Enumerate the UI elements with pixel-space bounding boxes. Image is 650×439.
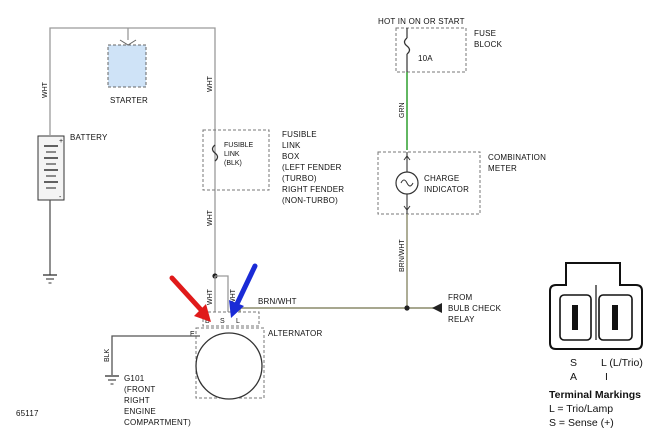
splice-dot-l <box>404 305 410 311</box>
charge-indicator-label-1: CHARGE <box>424 174 459 183</box>
connector-drawing <box>549 262 643 350</box>
fusible-box-line-2: LINK <box>282 141 301 150</box>
fusible-link-label-1: FUSIBLE <box>224 142 254 149</box>
g101-line-1: G101 <box>124 374 145 383</box>
fuse-block-label-1: FUSE <box>474 29 496 38</box>
terminal-e-label: E <box>190 331 195 338</box>
connector-i-label: I <box>605 371 608 383</box>
terminal-b-label: B <box>205 318 210 325</box>
fusible-box-line-4: (LEFT FENDER <box>282 163 342 172</box>
bulb-check-label-1: FROM <box>448 293 472 302</box>
fusible-box-line-1: FUSIBLE <box>282 130 317 139</box>
terminal-s-label: S <box>220 318 225 325</box>
arrow-from-bulb-check-icon <box>432 303 442 313</box>
fuse-block: HOT IN ON OR START 10A FUSE BLOCK <box>378 17 503 73</box>
blue-arrow-icon <box>229 263 258 318</box>
battery-plus: + <box>59 138 63 145</box>
alternator-ground-icon <box>105 375 119 385</box>
bulb-check-label-2: BULB CHECK <box>448 304 502 313</box>
combination-meter: CHARGE INDICATOR COMBINATION METER <box>377 151 546 215</box>
battery-ground-icon <box>43 274 57 284</box>
fusible-box-line-5: (TURBO) <box>282 174 317 183</box>
brn-wht-vertical-label: BRN/WHT <box>399 239 406 272</box>
fuse-icon <box>403 37 411 55</box>
fuse-block-label-2: BLOCK <box>474 40 503 49</box>
fusible-link-label-2: LINK <box>224 151 240 158</box>
alternator: B S L E ALTERNATOR <box>190 311 322 400</box>
fusible-box-line-6: RIGHT FENDER <box>282 185 344 194</box>
alternator-label: ALTERNATOR <box>268 329 322 338</box>
battery-minus: - <box>59 194 62 201</box>
blk-label: BLK <box>104 348 111 362</box>
combination-meter-label-2: METER <box>488 164 517 173</box>
hot-label: HOT IN ON OR START <box>378 17 465 26</box>
starter: STARTER <box>107 39 148 105</box>
combination-meter-label-1: COMBINATION <box>488 153 546 162</box>
g101-line-5: COMPARTMENT) <box>124 418 191 427</box>
connector-a-label: A <box>570 371 577 383</box>
fusible-link-box: FUSIBLE LINK (BLK) FUSIBLE LINK BOX (LEF… <box>202 129 344 205</box>
terminal-markings-title: Terminal Markings <box>549 389 641 401</box>
fusible-box-line-7: (NON-TURBO) <box>282 196 338 205</box>
bulb-check-label-3: RELAY <box>448 315 475 324</box>
wht-terminal2-label: WHT <box>230 288 237 305</box>
battery: + - BATTERY <box>37 133 108 284</box>
brn-wht-horizontal-label: BRN/WHT <box>258 297 297 306</box>
g101-line-3: RIGHT <box>124 396 150 405</box>
brn-wht-horizontal-wire <box>239 307 440 312</box>
connector-s-label: S <box>570 357 577 369</box>
g101-line-2: (FRONT <box>124 385 155 394</box>
figure-id: 65117 <box>16 409 39 418</box>
wht-mid-top-label: WHT <box>207 75 214 92</box>
grn-label: GRN <box>399 102 406 118</box>
fusible-link-label-3: (BLK) <box>224 160 242 167</box>
wht-terminal-label: WHT <box>207 288 214 305</box>
red-arrow-icon <box>169 275 211 322</box>
terminal-s-definition: S = Sense (+) <box>549 417 614 429</box>
wire-top-loop <box>49 27 216 276</box>
fuse-rating: 10A <box>418 54 433 63</box>
fusible-box-line-3: BOX <box>282 152 300 161</box>
wht-mid-low-label: WHT <box>207 209 214 226</box>
wht-left-label: WHT <box>42 81 49 98</box>
g101-line-4: ENGINE <box>124 407 156 416</box>
alternator-icon <box>195 332 263 400</box>
starter-box <box>107 44 147 88</box>
terminal-l-label: L <box>236 318 240 325</box>
fusible-link-icon <box>211 144 219 162</box>
battery-label: BATTERY <box>70 133 108 142</box>
terminal-l-definition: L = Trio/Lamp <box>549 403 613 415</box>
connector-l-label: L (L/Trio) <box>601 357 643 369</box>
charge-indicator-label-2: INDICATOR <box>424 185 469 194</box>
starter-label: STARTER <box>110 96 148 105</box>
